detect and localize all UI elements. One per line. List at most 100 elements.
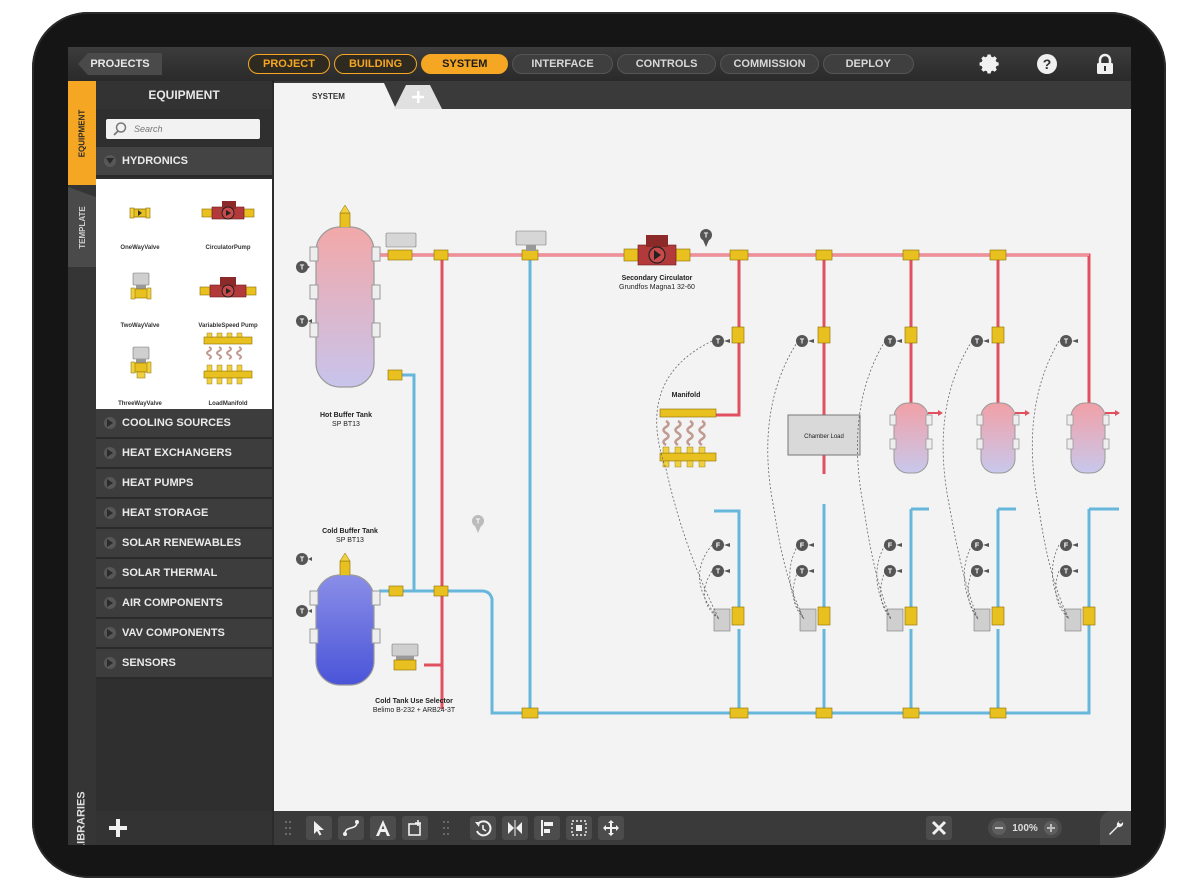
tab-template[interactable]: TEMPLATE — [68, 187, 96, 267]
wrench-settings-button[interactable] — [1100, 811, 1131, 845]
small-tank-1[interactable] — [889, 402, 943, 474]
category-solar-thermal[interactable]: SOLAR THERMAL — [96, 559, 272, 589]
sensor-t-hot-bottom[interactable]: T — [296, 315, 312, 327]
tab-equipment[interactable]: EQUIPMENT — [68, 81, 96, 185]
zone2-sensor-f[interactable]: F — [796, 539, 814, 551]
add-tab-button[interactable] — [394, 85, 442, 109]
main-line-valve[interactable] — [515, 230, 547, 251]
category-label: COOLING SOURCES — [122, 417, 231, 429]
sensor-t-cold-return[interactable]: T — [472, 515, 484, 533]
system-canvas[interactable]: Hot Buffer Tank SP BT13 Cold Buffer Tank… — [274, 109, 1131, 811]
help-icon[interactable]: ? — [1035, 52, 1059, 76]
zone3-sensor-f[interactable]: F — [884, 539, 902, 551]
text-tool[interactable] — [370, 816, 396, 840]
temperature-sensors[interactable]: T T T T T T — [296, 229, 712, 617]
connect-tool[interactable] — [338, 816, 364, 840]
load-manifold[interactable] — [659, 408, 717, 468]
zone3-sensor-t[interactable]: T — [884, 335, 902, 347]
item-three-way-valve[interactable]: ThreeWayValve — [96, 335, 184, 411]
sensor-t-circulator[interactable]: T — [700, 229, 712, 247]
category-hydronics[interactable]: HYDRONICS — [96, 147, 272, 177]
delete-tool[interactable] — [926, 816, 952, 840]
cold-buffer-tank[interactable] — [309, 552, 381, 686]
group-tool[interactable] — [566, 816, 592, 840]
zone-sensors[interactable]: T F T T F T T F T T F T T F T — [712, 335, 1078, 577]
grip-handle-icon[interactable] — [284, 819, 292, 837]
zone2-sensor-t[interactable]: T — [796, 335, 814, 347]
sensor-label: T — [300, 557, 305, 564]
category-heat-storage[interactable]: HEAT STORAGE — [96, 499, 272, 529]
item-variable-speed-pump[interactable]: VariableSpeed Pump — [184, 257, 272, 333]
select-tool[interactable] — [306, 816, 332, 840]
step-project[interactable]: PROJECT — [248, 54, 330, 74]
zone4-sensor-f[interactable]: F — [971, 539, 989, 551]
step-commission[interactable]: COMMISSION — [720, 54, 819, 74]
category-cooling-sources[interactable]: COOLING SOURCES — [96, 409, 272, 439]
category-solar-renewables[interactable]: SOLAR RENEWABLES — [96, 529, 272, 559]
zone5-sensor-t[interactable]: T — [1060, 335, 1078, 347]
category-vav-components[interactable]: VAV COMPONENTS — [96, 619, 272, 649]
zone1-sensor-t[interactable]: T — [712, 335, 730, 347]
chevron-right-icon — [104, 657, 116, 669]
sensor-label: T — [300, 319, 305, 326]
item-one-way-valve[interactable]: OneWayValve — [96, 179, 184, 255]
hot-tank-outlet-valve[interactable] — [385, 232, 417, 261]
item-two-way-valve[interactable]: TwoWayValve — [96, 257, 184, 333]
zone4-sensor-t[interactable]: T — [971, 335, 989, 347]
zone1-sensor-t2[interactable]: T — [712, 565, 730, 577]
chamber-load[interactable]: Chamber Load — [787, 414, 861, 456]
sensor-t-cold-bottom[interactable]: T — [296, 605, 312, 617]
category-heat-pumps[interactable]: HEAT PUMPS — [96, 469, 272, 499]
category-sensors[interactable]: SENSORS — [96, 649, 272, 679]
projects-back-button[interactable]: PROJECTS — [78, 53, 162, 75]
search-box[interactable] — [106, 119, 260, 139]
align-tool[interactable] — [534, 816, 560, 840]
grip-handle-icon[interactable] — [442, 819, 450, 837]
step-system[interactable]: SYSTEM — [421, 54, 509, 74]
sensor-t-cold-top[interactable]: T — [296, 553, 312, 565]
cold-tank-selector-valve[interactable] — [391, 643, 419, 671]
step-controls[interactable]: CONTROLS — [616, 54, 717, 74]
zoom-control: 100% — [988, 818, 1062, 838]
circulator-pump-icon — [201, 201, 255, 220]
zoom-out-button[interactable] — [992, 821, 1006, 835]
zone5-sensor-t2[interactable]: T — [1060, 565, 1078, 577]
app-screen: PROJECTS PROJECT BUILDING SYSTEM INTERFA… — [68, 47, 1131, 845]
libraries-tab[interactable]: LIBRARIES — [68, 771, 96, 845]
rotate-icon — [475, 820, 492, 837]
text-icon — [376, 820, 390, 836]
hydronic-diagram[interactable]: Hot Buffer Tank SP BT13 Cold Buffer Tank… — [274, 109, 1131, 811]
panel-title: EQUIPMENT — [96, 81, 272, 109]
cold-tank-name: Cold Buffer Tank — [322, 528, 378, 535]
zone3-sensor-t2[interactable]: T — [884, 565, 902, 577]
secondary-circulator-pump[interactable] — [623, 235, 691, 266]
zoom-in-button[interactable] — [1043, 821, 1058, 835]
rotate-tool[interactable] — [470, 816, 496, 840]
connector-icon — [343, 820, 359, 836]
zone-valves[interactable] — [713, 608, 1082, 632]
zone4-sensor-t2[interactable]: T — [971, 565, 989, 577]
step-interface[interactable]: INTERFACE — [512, 54, 613, 74]
add-element-tool[interactable] — [402, 816, 428, 840]
zone1-sensor-f[interactable]: F — [712, 539, 730, 551]
category-heat-exchangers[interactable]: HEAT EXCHANGERS — [96, 439, 272, 469]
small-tank-2[interactable] — [976, 402, 1030, 474]
flip-tool[interactable] — [502, 816, 528, 840]
sensor-t-hot-top[interactable]: T — [296, 261, 310, 273]
zone5-sensor-f[interactable]: F — [1060, 539, 1078, 551]
tab-system[interactable]: SYSTEM — [274, 83, 396, 109]
step-building[interactable]: BUILDING — [333, 54, 418, 74]
item-load-manifold[interactable]: LoadManifold — [184, 329, 272, 411]
gear-icon[interactable] — [977, 52, 1001, 76]
item-label: TwoWayValve — [120, 323, 160, 329]
lock-icon[interactable] — [1093, 52, 1117, 76]
search-input[interactable] — [132, 123, 256, 135]
hot-buffer-tank[interactable] — [309, 204, 381, 388]
zone2-sensor-t2[interactable]: T — [796, 565, 814, 577]
category-air-components[interactable]: AIR COMPONENTS — [96, 589, 272, 619]
item-circulator-pump[interactable]: CirculatorPump — [184, 179, 272, 255]
step-deploy[interactable]: DEPLOY — [822, 54, 914, 74]
move-tool[interactable] — [598, 816, 624, 840]
add-icon[interactable] — [106, 816, 130, 840]
small-tank-3[interactable] — [1066, 402, 1120, 474]
